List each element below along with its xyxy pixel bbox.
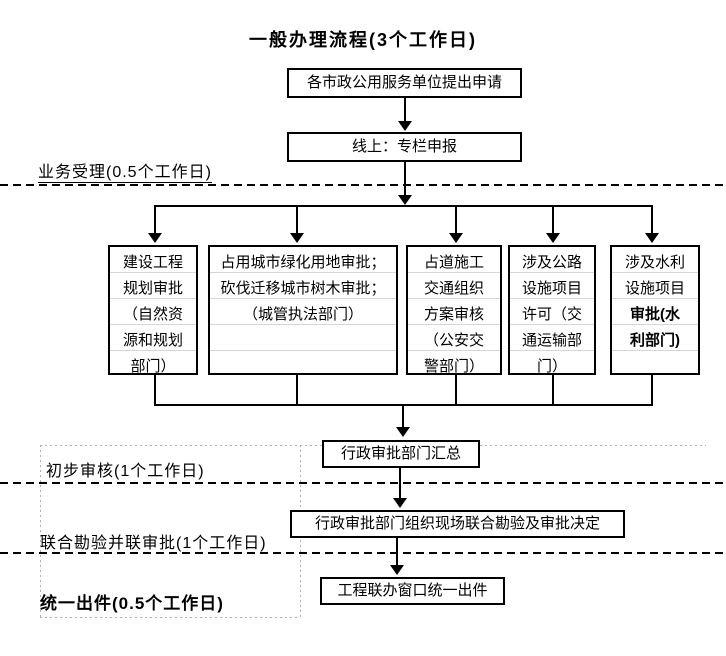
node-summary: 行政审批部门汇总 — [322, 440, 480, 468]
stage-label-acceptance: 业务受理(0.5个工作日) — [38, 158, 212, 183]
arrow-down-icons — [148, 121, 659, 575]
node-greening-approval-text: 占用城市绿化用地审批； 砍伐迁移城市树木审批； （城管执法部门） — [220, 254, 386, 323]
stage-divider-dashed-lines — [0, 184, 726, 554]
node-greening-approval: 占用城市绿化用地审批； 砍伐迁移城市树木审批； （城管执法部门） — [208, 245, 398, 375]
node-traffic-plan-review: 占道施工交通组织方案审核（公安交警部门） — [406, 245, 502, 375]
node-apply: 各市政公用服务单位提出申请 — [287, 68, 522, 98]
node-highway-permit: 涉及公路设施项目许可（交通运输部门） — [508, 245, 596, 375]
stage-label-preliminary-review: 初步审核(1个工作日) — [46, 463, 205, 480]
node-highway-permit-text: 涉及公路设施项目许可（交通运输部门） — [521, 254, 582, 375]
stage-label-joint-inspection: 联合勘验并联审批(1个工作日) — [40, 535, 267, 552]
flowchart-title: 一般办理流程(3个工作日) — [249, 30, 477, 50]
connector-lines — [154, 97, 653, 567]
node-traffic-plan-review-text: 占道施工交通组织方案审核（公安交警部门） — [423, 254, 484, 375]
node-water-approval-normal: 涉及水利设施项目 — [624, 254, 685, 297]
node-water-approval: 涉及水利设施项目审批(水利部门) — [610, 245, 700, 375]
node-planning-approval-text: 建设工程规划审批（自然资源和规划部门） — [122, 254, 183, 375]
node-water-approval-text: 涉及水利设施项目审批(水利部门) — [623, 250, 687, 354]
node-planning-approval: 建设工程规划审批（自然资源和规划部门） — [108, 245, 198, 375]
stage-label-acceptance-text: 业务受理(0.5个工作日) — [38, 164, 212, 183]
node-joint-inspection-decision: 行政审批部门组织现场联合勘验及审批决定 — [290, 510, 625, 538]
node-unified-window-output: 工程联办窗口统一出件 — [320, 577, 505, 605]
node-online-declare: 线上：专栏申报 — [287, 132, 522, 162]
node-water-approval-bold: 审批(水利部门) — [630, 306, 680, 349]
stage-label-unified-output: 统一出件(0.5个工作日) — [40, 594, 224, 613]
